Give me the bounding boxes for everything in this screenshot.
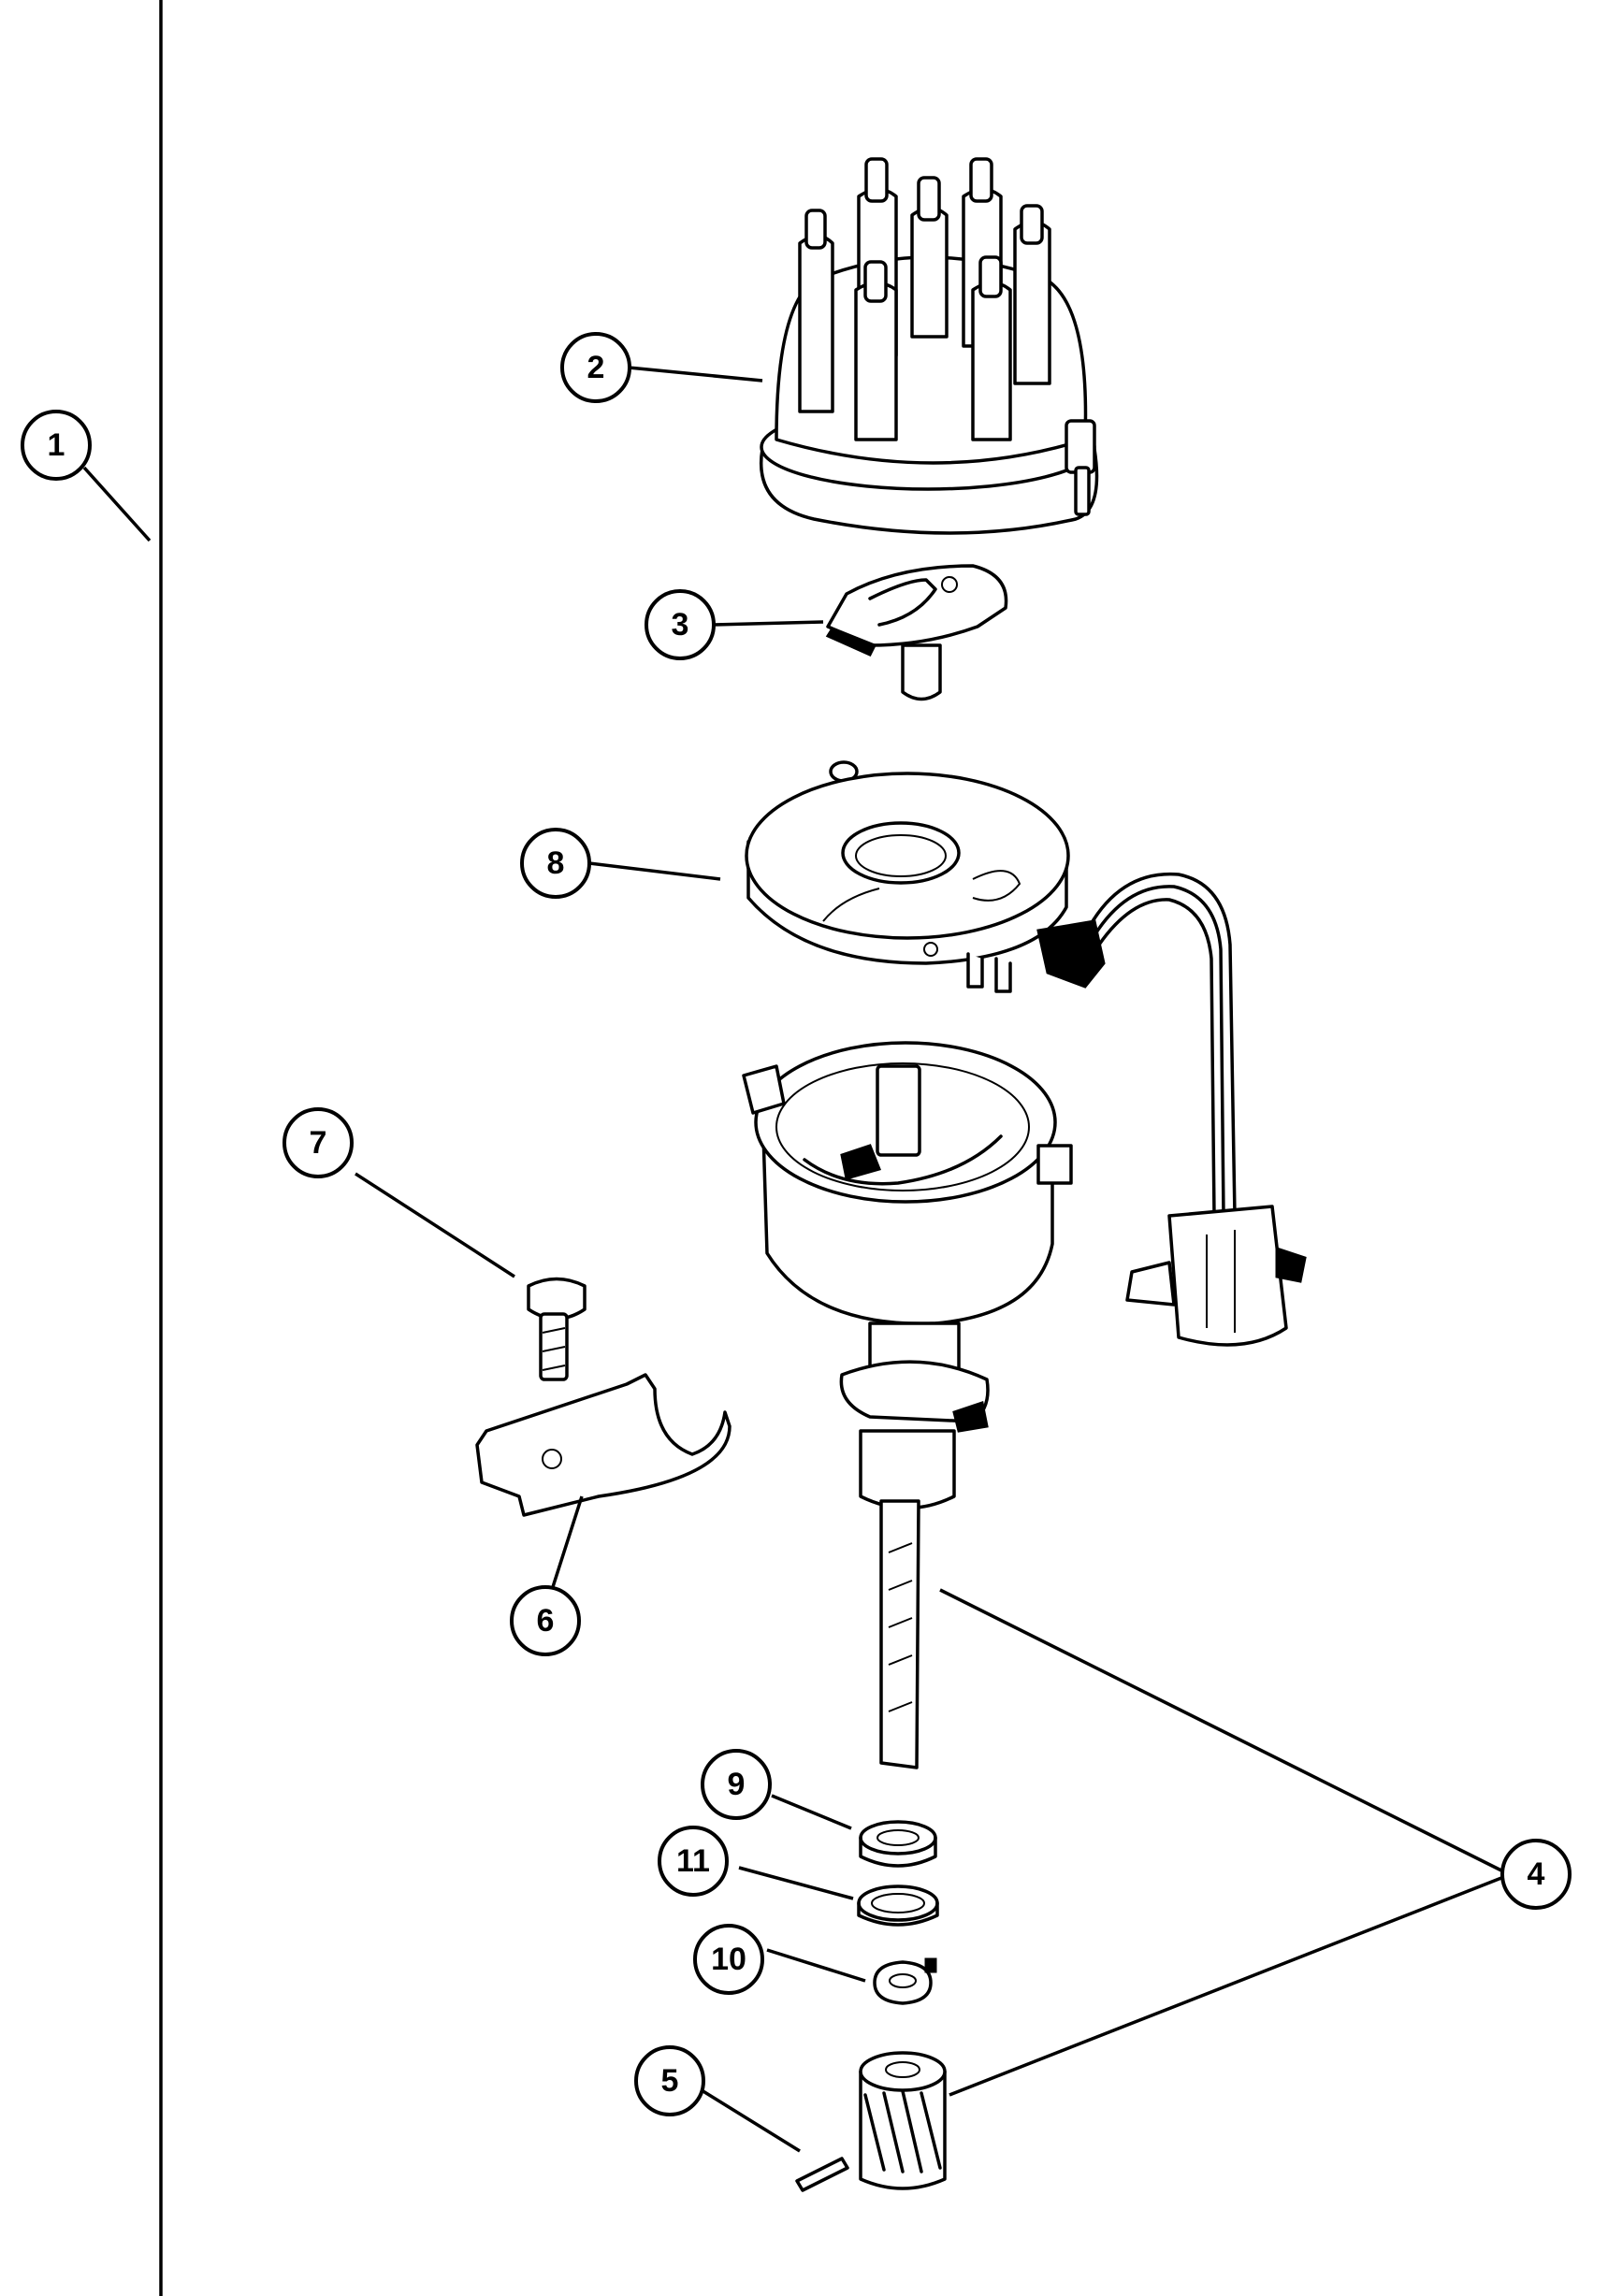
wiring-connector <box>1125 1205 1307 1347</box>
callout-6: 6 <box>510 1585 581 1656</box>
callout-7: 7 <box>282 1107 354 1178</box>
callout-5: 5 <box>634 2045 705 2116</box>
callout-11: 11 <box>658 1826 729 1897</box>
callout-3: 3 <box>645 589 716 660</box>
svg-text:4: 4 <box>1528 1856 1545 1892</box>
svg-text:2: 2 <box>587 350 605 385</box>
rotor <box>825 564 1008 701</box>
svg-text:10: 10 <box>711 1942 746 1977</box>
pickup-coil-plate <box>745 760 1237 1218</box>
svg-text:3: 3 <box>672 607 689 643</box>
svg-text:9: 9 <box>728 1767 746 1802</box>
hold-down-clamp <box>475 1373 732 1517</box>
callout-8: 8 <box>520 828 591 899</box>
thrust-washer <box>873 1957 937 2005</box>
drive-gear <box>859 2051 947 2190</box>
svg-text:8: 8 <box>547 845 565 881</box>
callout-9: 9 <box>701 1749 772 1820</box>
hold-down-bolt <box>527 1277 587 1381</box>
callout-4: 4 <box>1500 1839 1572 1910</box>
svg-text:11: 11 <box>676 1843 710 1879</box>
callout-2: 2 <box>560 332 631 403</box>
seal <box>859 1820 937 1868</box>
distributor-cap <box>760 157 1099 535</box>
callout-10: 10 <box>693 1924 764 1995</box>
cap-towers <box>798 157 1051 441</box>
svg-text:7: 7 <box>310 1125 327 1161</box>
callout-1: 1 <box>21 410 92 481</box>
svg-text:6: 6 <box>537 1603 555 1639</box>
svg-text:1: 1 <box>48 427 65 463</box>
leader-lines <box>82 366 1502 2153</box>
roll-pin <box>795 2157 849 2192</box>
distributor-housing <box>742 1041 1073 1769</box>
washer <box>857 1884 939 1927</box>
svg-text:5: 5 <box>661 2063 679 2099</box>
